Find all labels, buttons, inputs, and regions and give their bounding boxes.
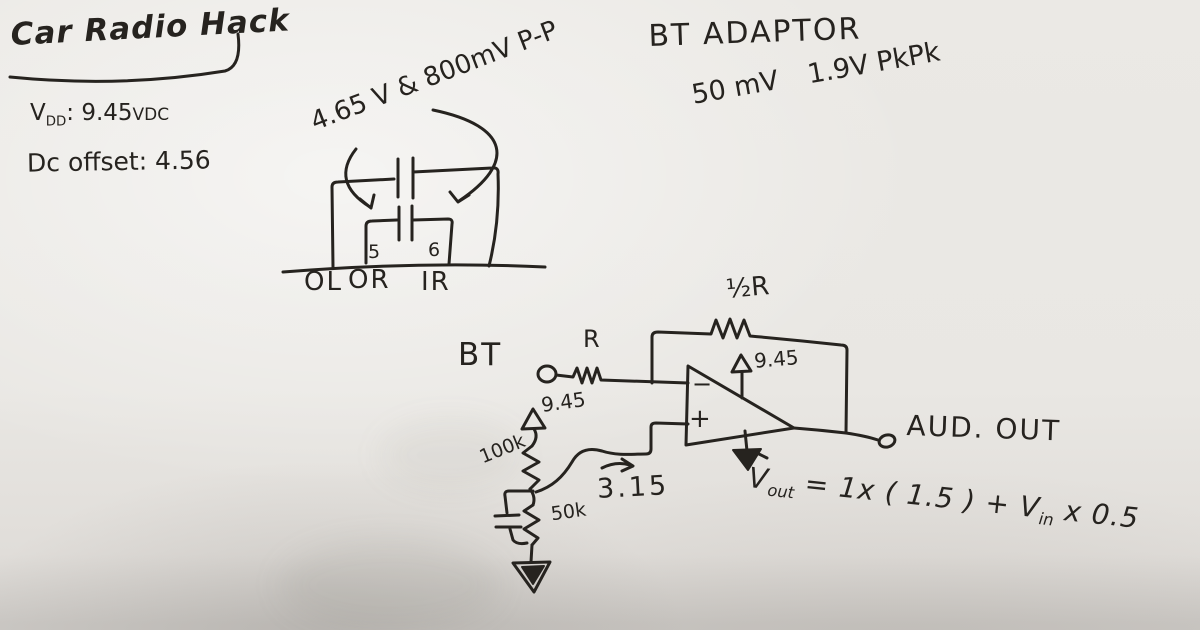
vdd-value: : 9.45 [66,100,133,126]
arrow-left-head [358,193,376,210]
vdd-note: VDD: 9.45VDC [30,102,169,129]
series-resistor-label: R [583,325,600,353]
opamp-plus-sign: + [689,404,711,434]
pad-label-ir: IR [421,267,451,297]
connector-sketch [281,108,547,274]
opamp-rail-voltage: 9.45 [753,345,800,373]
resistor-50k-label: 50k [549,498,588,526]
eq-out-sub: out [766,480,795,503]
divider-node-voltage: 3.15 [596,470,670,505]
opamp-minus-sign: − [692,370,713,398]
bt-input-terminal [536,364,558,384]
opamp-ground [732,448,762,471]
pad-label-ol: OL [304,267,343,297]
divider-sketch [493,407,552,594]
vdd-unit: VDC [132,105,170,125]
title-underline [8,32,241,83]
dc-offset-note: Dc offset: 4.56 [26,145,211,178]
pad-label-or: OR [348,265,391,295]
vdd-subscript: DD [45,114,67,130]
supply-arrow-head [730,353,753,374]
resistor-100k [521,444,541,491]
resistor-50k [522,503,541,547]
node-arrow-head [620,457,635,473]
pin-6-label: 6 [428,239,441,261]
bt-input-label: BT [458,337,503,373]
bt-adaptor-title: BT ADAPTOR [647,11,862,54]
feedback-resistor-label: ½R [724,271,771,305]
arrow-right [431,108,499,203]
aud-out-terminal [877,433,897,449]
pin-5-label: 5 [368,241,381,263]
arrow-right-head [448,190,471,204]
eq-tail: x 0.5 [1062,494,1141,535]
opamp-sketch [534,317,897,494]
node-arrow [600,462,632,470]
arrow-left [344,147,372,209]
eq-in-sub: in [1037,509,1055,530]
divider-rail-voltage: 9.45 [539,387,587,417]
aud-out-label: AUD. OUT [905,409,1062,448]
vdd-symbol: V [30,100,46,126]
divider-ground [511,560,552,594]
